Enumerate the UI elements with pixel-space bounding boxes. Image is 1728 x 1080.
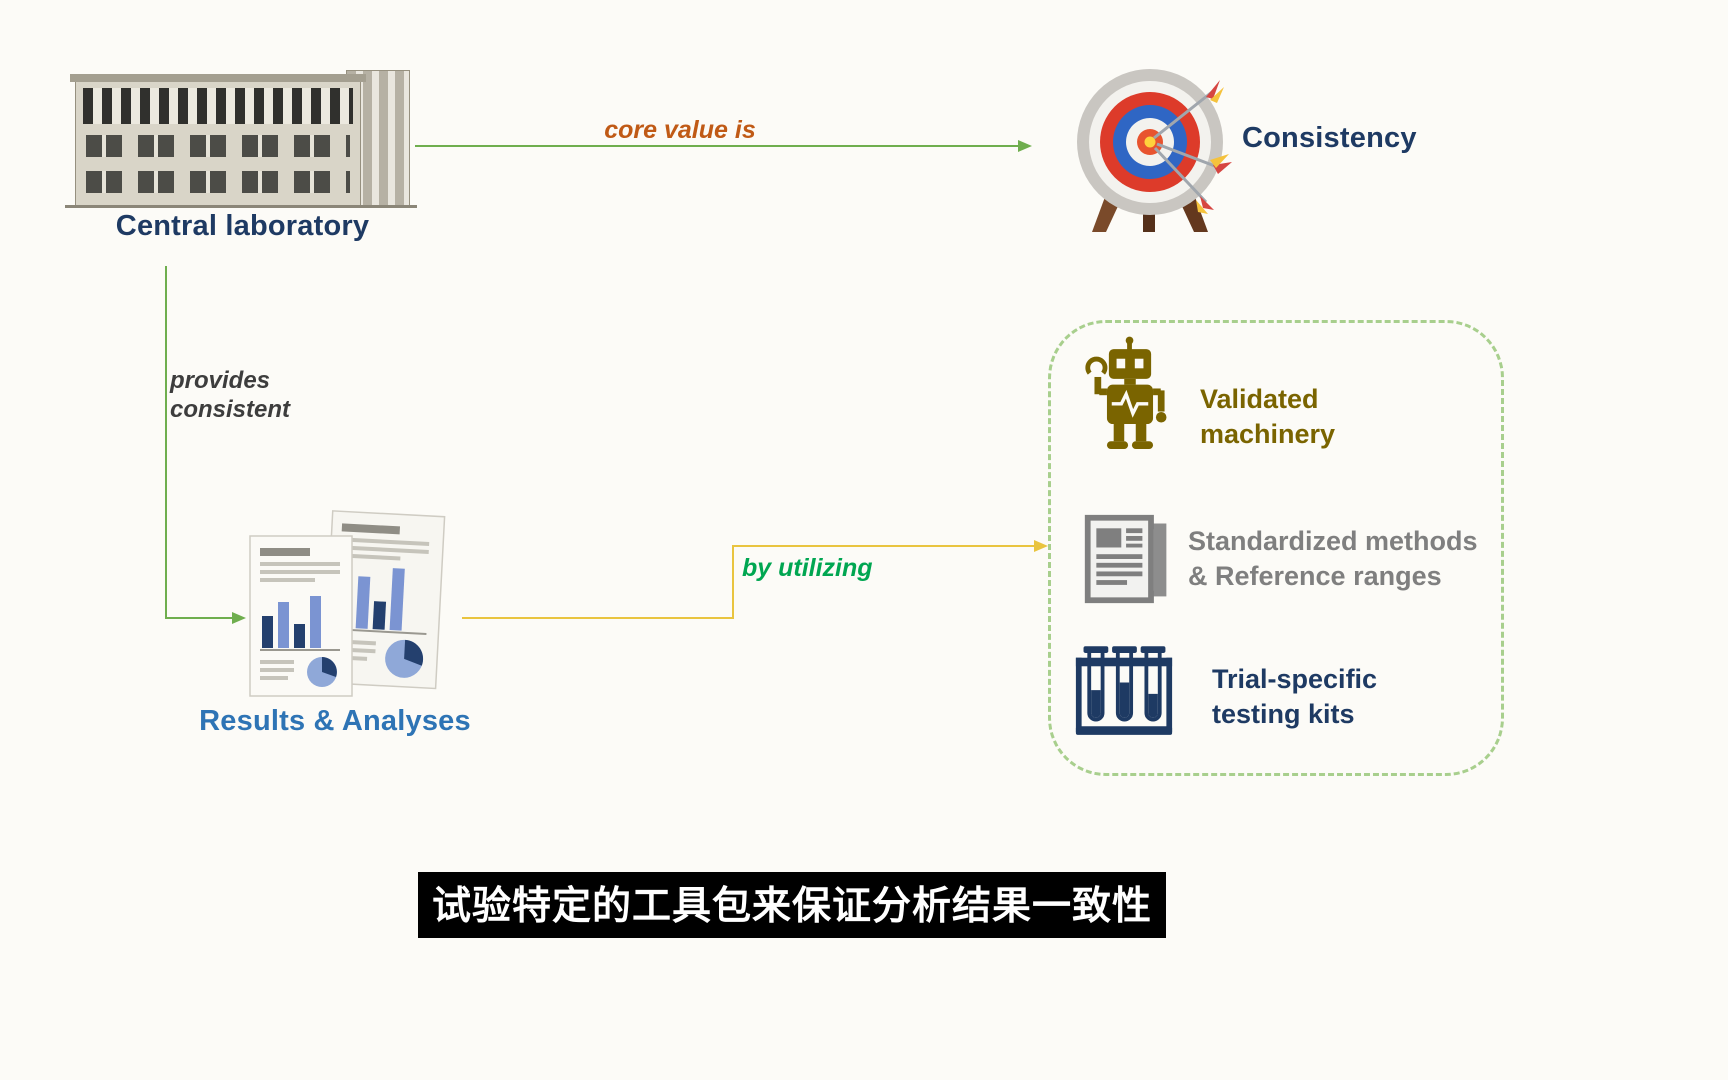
results-analyses-label: Results & Analyses bbox=[199, 705, 471, 737]
test-tubes-icon bbox=[1075, 646, 1173, 735]
building-roof bbox=[70, 74, 366, 82]
trial-specific-kits-label: Trial-specific testing kits bbox=[1212, 664, 1378, 730]
building-window-row bbox=[86, 135, 350, 157]
report-documents-icon bbox=[249, 510, 446, 697]
building-icon bbox=[65, 66, 417, 208]
edge-label-provides: provides consistent bbox=[170, 367, 291, 424]
consistency-label: Consistency bbox=[1242, 122, 1417, 154]
central-laboratory-label: Central laboratory bbox=[115, 210, 370, 242]
building-main-block bbox=[75, 80, 361, 206]
toolbox-dashed-container bbox=[1048, 320, 1504, 776]
building-window-row bbox=[86, 171, 350, 193]
building-ground-line bbox=[65, 205, 417, 208]
subtitle-caption: 试验特定的工具包来保证分析结果一致性 bbox=[418, 872, 1167, 938]
edge-label-by-utilizing: by utilizing bbox=[742, 554, 873, 582]
building-top-windows bbox=[83, 88, 353, 124]
robot-icon bbox=[1085, 336, 1167, 449]
newspaper-icon bbox=[1084, 514, 1167, 604]
standardized-methods-label: Standardized methods & Reference ranges bbox=[1188, 526, 1478, 592]
edge-label-core-value: core value is bbox=[604, 116, 756, 144]
validated-machinery-label: Validated machinery bbox=[1200, 384, 1336, 450]
dartboard-target-icon bbox=[1077, 69, 1232, 232]
